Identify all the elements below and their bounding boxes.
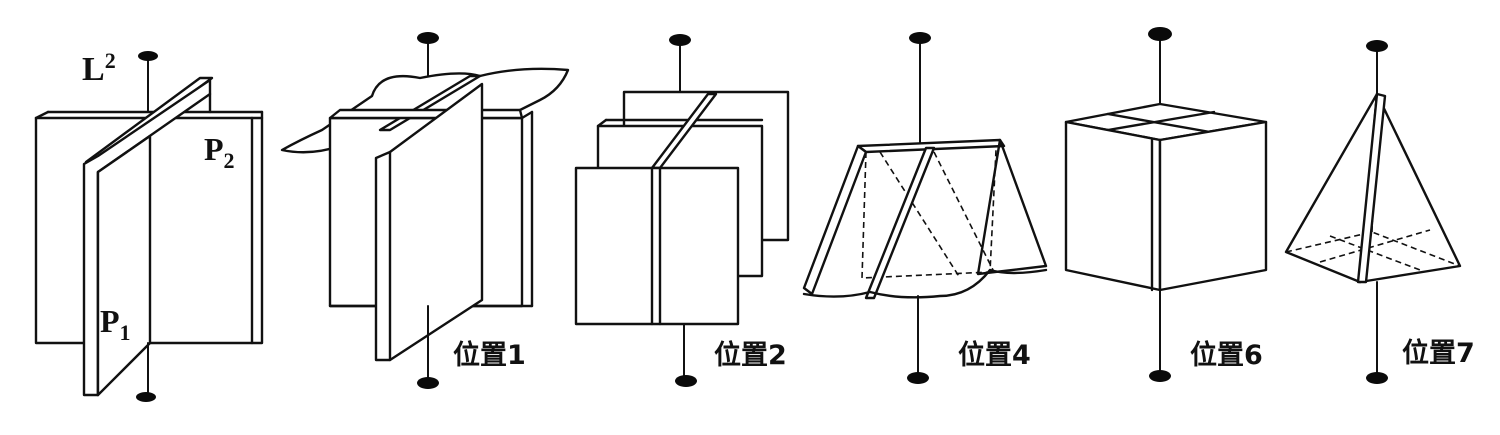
plane-label-p2: P2 [204, 131, 235, 173]
axis-end-bottom-disk [675, 375, 697, 387]
slot-b [328, 108, 524, 120]
caption-position-6: 位置6 [1190, 339, 1263, 371]
caption-position-2: 位置2 [714, 339, 787, 371]
caption-position-7: 位置7 [1402, 337, 1475, 369]
center-plane [864, 146, 936, 300]
axis-end-top-disk [138, 51, 158, 61]
front-plane [574, 166, 740, 326]
axis-end-bottom-disk [1149, 370, 1171, 382]
axis-end-top-disk [1148, 27, 1172, 41]
cube-left-face [1064, 120, 1162, 292]
plane-p1-face [96, 134, 152, 397]
axis-end-top-disk [417, 32, 439, 44]
axis-end-bottom-disk [907, 372, 929, 384]
right-plane [976, 138, 1048, 276]
figure-axis-planes: L2 P2 P1 [34, 48, 264, 402]
left-plane [802, 144, 868, 296]
axis-end-bottom-disk [1366, 372, 1388, 384]
axis-end-bottom-disk [136, 392, 156, 402]
bottom-edge [802, 268, 1048, 299]
axis-end-top-disk [909, 32, 931, 44]
figure-position-4: 位置4 [802, 32, 1048, 384]
axis-end-top-disk [1366, 40, 1388, 52]
cube-right-face [1158, 120, 1268, 292]
caption-position-1: 位置1 [453, 339, 526, 371]
figure-position-2: 位置2 [574, 34, 790, 387]
figure-position-1: 位置1 [280, 32, 570, 389]
axis-label-l2: L2 [82, 48, 116, 88]
figure-position-7: 位置7 [1284, 40, 1475, 384]
caption-position-4: 位置4 [958, 339, 1031, 371]
axis-end-top-disk [669, 34, 691, 46]
pyramid-slot [1356, 92, 1387, 284]
axis-end-bottom-disk [417, 377, 439, 389]
figure-position-6: 位置6 [1064, 27, 1268, 382]
plane-label-p1: P1 [100, 303, 131, 345]
